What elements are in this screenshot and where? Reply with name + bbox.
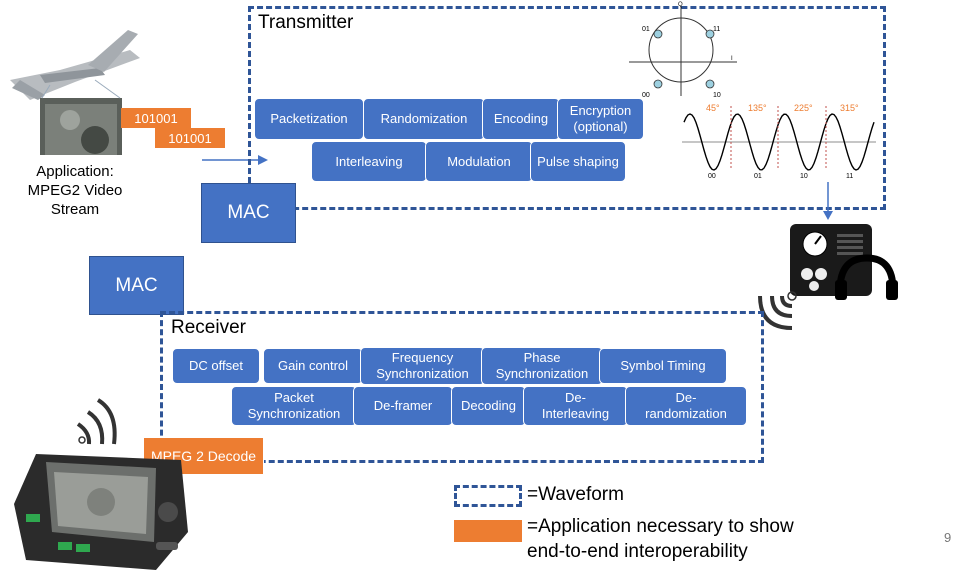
tx-down-arrow — [823, 182, 833, 220]
constellation-point-label: 01 — [642, 26, 650, 33]
handheld-device-icon — [14, 398, 188, 570]
page-number: 9 — [944, 530, 952, 545]
rx-block-phase-sync: Phase Synchronization — [481, 347, 603, 385]
symbol-label: 11 — [846, 173, 853, 180]
constellation-axis-i: I — [731, 56, 733, 62]
drone-icon — [10, 30, 140, 155]
legend-waveform-label: =Waveform — [527, 484, 624, 505]
rx-block-symbol-timing: Symbol Timing — [599, 348, 727, 384]
symbol-label: 10 — [800, 173, 808, 180]
tx-block-pulse-shaping: Pulse shaping — [530, 141, 626, 182]
mac-receiver: MAC — [89, 256, 184, 315]
legend-application-swatch — [454, 520, 522, 542]
constellation-point-label: 11 — [713, 26, 720, 33]
tx-block-randomization: Randomization — [363, 98, 485, 140]
transmitter-title: Transmitter — [258, 12, 354, 33]
rx-block-de-framer: De-framer — [353, 386, 453, 426]
rx-block-de-interleaving: De- Interleaving — [523, 386, 628, 426]
rx-block-frequency-sync: Frequency Synchronization — [360, 347, 485, 385]
rx-block-de-randomization: De- randomization — [625, 386, 747, 426]
signal-waves-icon — [758, 291, 797, 330]
phase-label: 225° — [794, 103, 813, 113]
rx-block-packet-sync: Packet Synchronization — [231, 386, 357, 426]
rx-block-dc-offset: DC offset — [172, 348, 260, 384]
rx-block-gain-control: Gain control — [263, 348, 363, 384]
phase-label: 135° — [748, 103, 767, 113]
constellation-point-label: 00 — [642, 92, 650, 99]
mac-transmitter: MAC — [201, 183, 296, 243]
phase-label: 45° — [706, 103, 720, 113]
tx-block-modulation: Modulation — [425, 141, 533, 182]
receiver-title: Receiver — [171, 317, 246, 338]
bits-label-2: 101001 — [155, 128, 225, 148]
radio-console-icon — [790, 224, 898, 300]
transmitter-waveform-box — [248, 6, 886, 210]
constellation-axis-q: Q — [678, 2, 683, 8]
constellation-diagram: 01 11 00 10 Q I — [629, 2, 737, 99]
symbol-label: 01 — [754, 173, 762, 180]
application-label: Application: MPEG2 Video Stream — [27, 163, 123, 218]
tx-block-packetization: Packetization — [254, 98, 364, 140]
tx-block-encoding: Encoding — [482, 98, 560, 140]
tx-block-interleaving: Interleaving — [311, 141, 427, 182]
receiver-waveform-box — [160, 311, 764, 463]
legend-waveform-swatch — [454, 485, 522, 507]
rx-block-decoding: Decoding — [451, 386, 526, 426]
phase-label: 315° — [840, 103, 859, 113]
constellation-point-label: 10 — [713, 92, 721, 99]
tx-block-encryption: Encryption (optional) — [557, 98, 644, 140]
legend-application-label: =Application necessary to show end-to-en… — [527, 516, 794, 562]
waveform-plot: 45° 135° 225° 315° 00 01 10 11 — [682, 103, 876, 180]
bits-label-1: 101001 — [121, 108, 191, 128]
symbol-label: 00 — [708, 173, 716, 180]
